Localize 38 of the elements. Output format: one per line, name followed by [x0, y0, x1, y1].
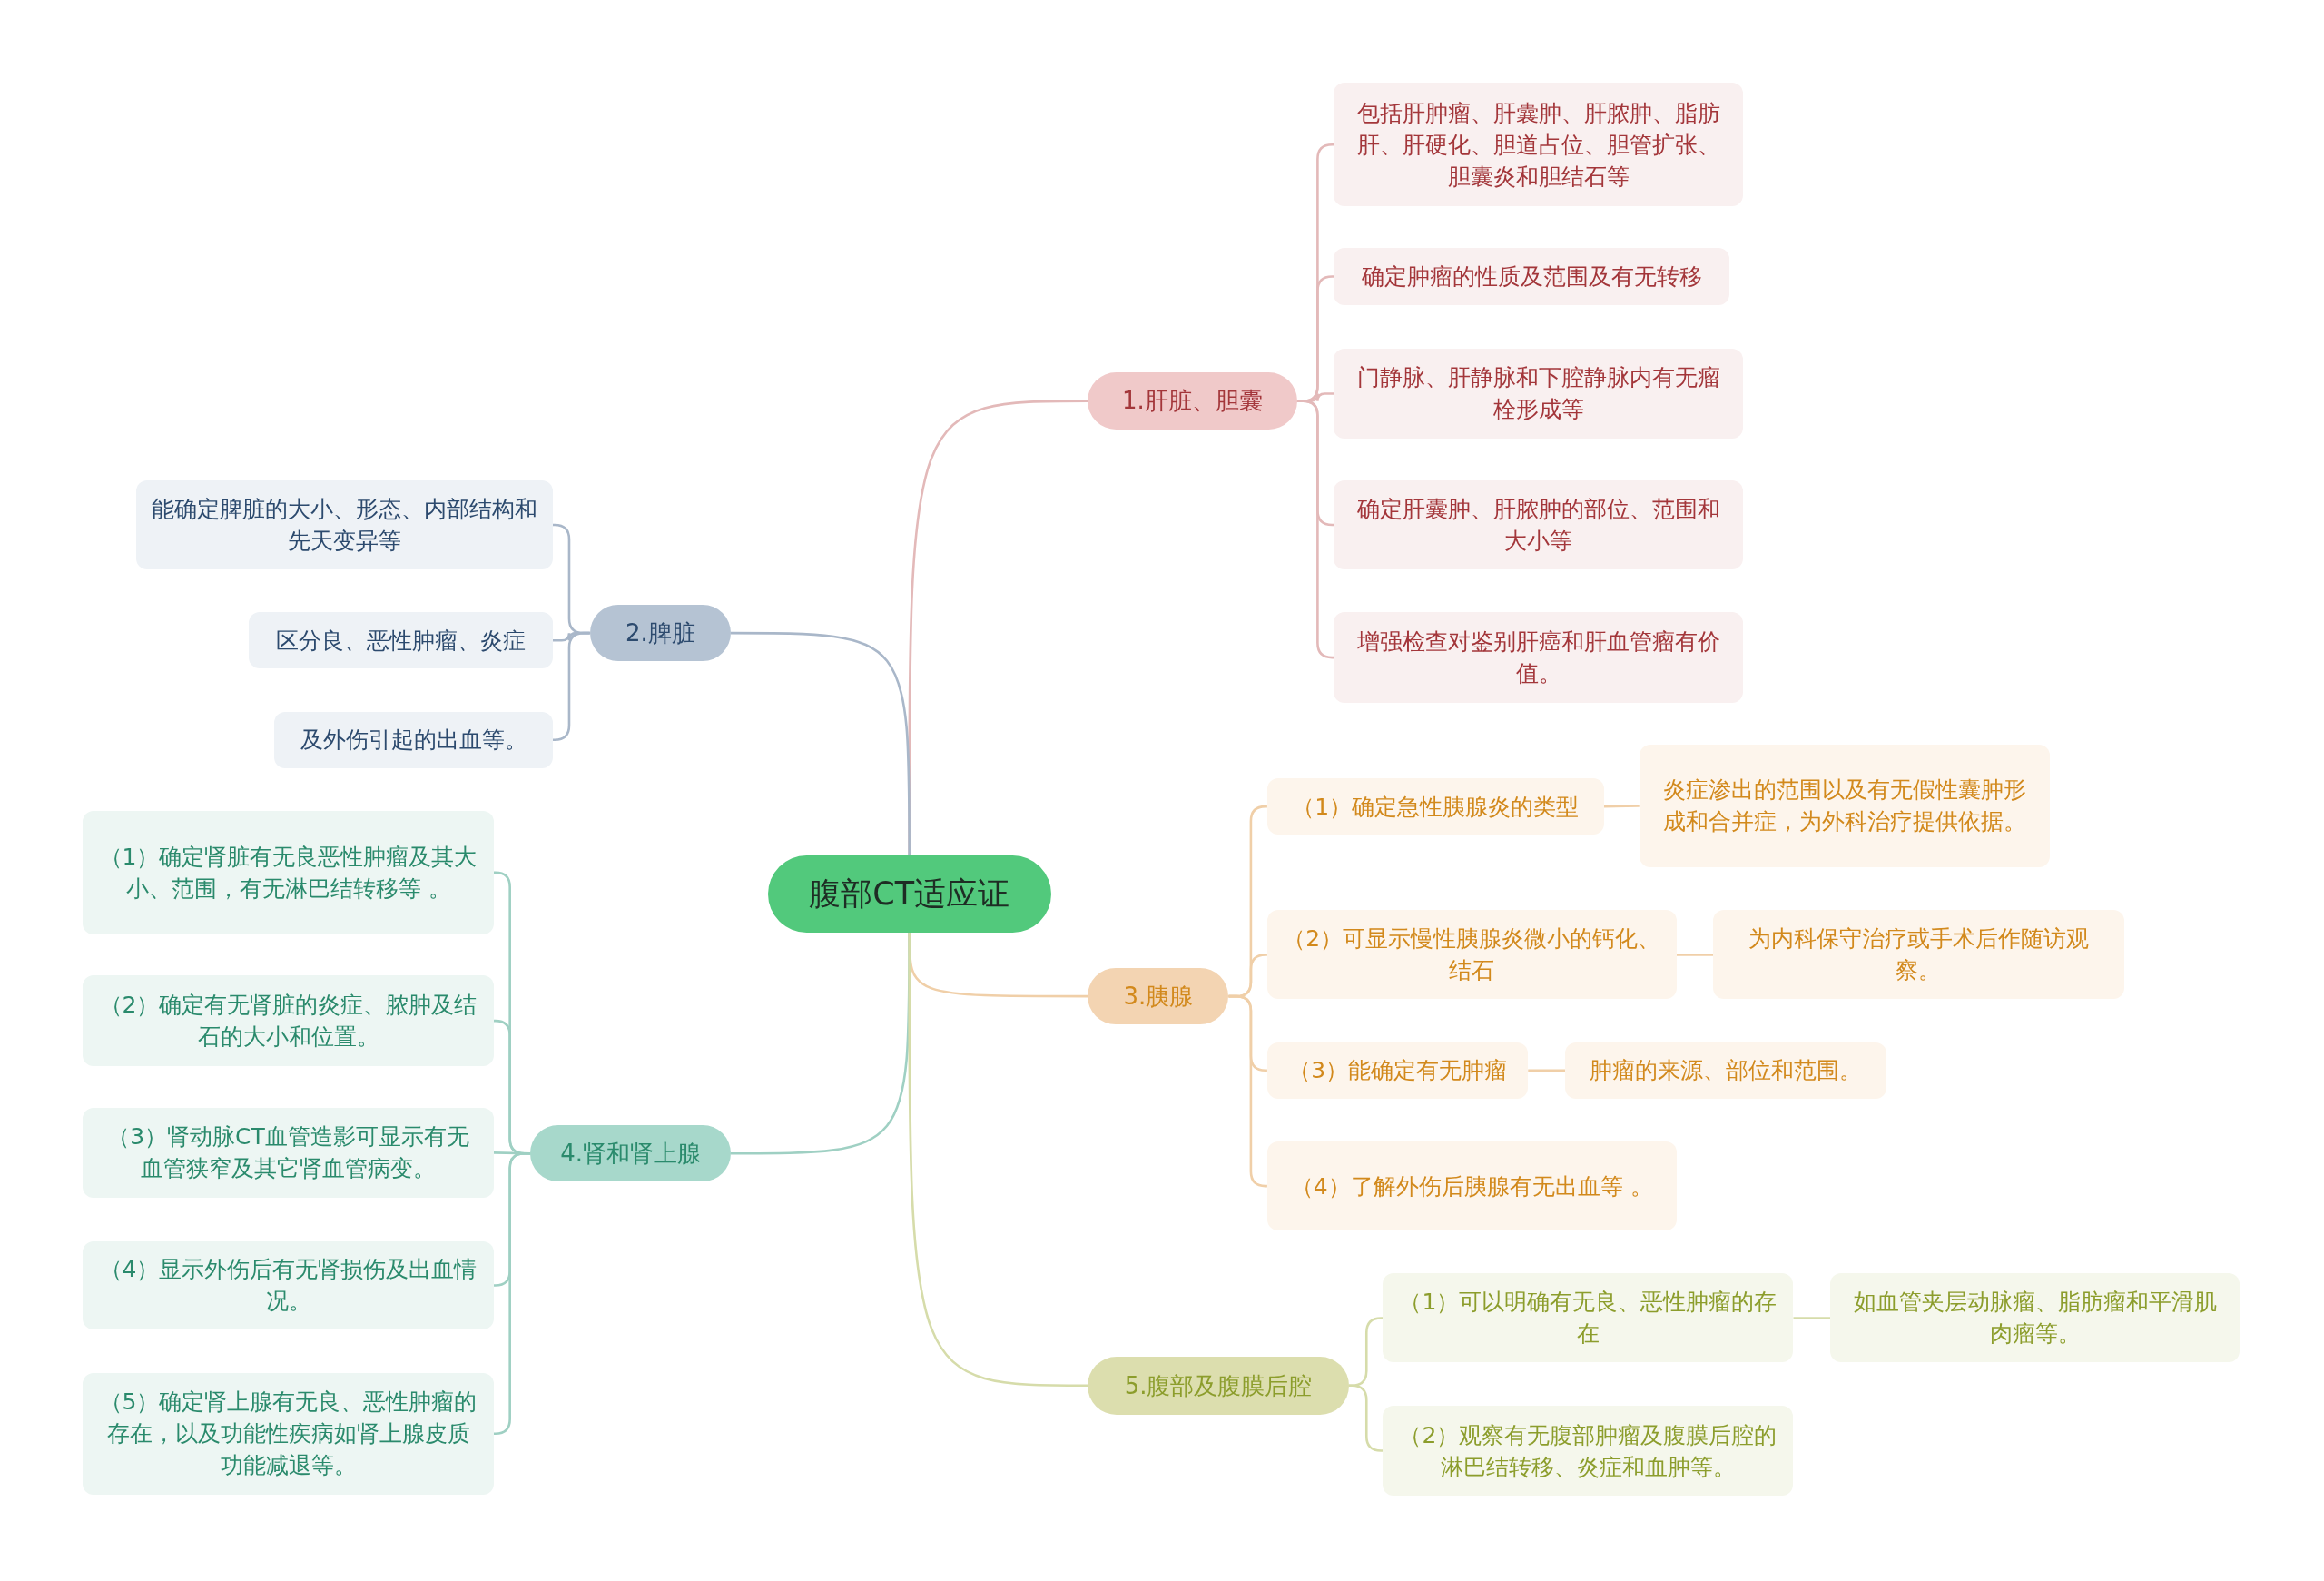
detail-box: （3）肾动脉CT血管造影可显示有无血管狭窄及其它肾血管病变。	[83, 1107, 494, 1199]
connector-line	[1676, 954, 1714, 956]
detail-box: （2）确定有无肾脏的炎症、脓肿及结石的大小和位置。	[83, 975, 494, 1066]
detail-box: （4）显示外伤后有无肾损伤及出血情况。	[83, 1240, 494, 1330]
detail-box: 确定肿瘤的性质及范围及有无转移	[1334, 247, 1730, 306]
detail-box: 区分良、恶性肿瘤、炎症	[249, 612, 553, 669]
connector-line	[1528, 1069, 1566, 1072]
detail-box: 及外伤引起的出血等。	[274, 711, 553, 768]
branch-topic: 3.胰腺	[1088, 968, 1229, 1025]
connector-line	[1793, 1317, 1831, 1319]
detail-box: 如血管夹层动脉瘤、脂肪瘤和平滑肌肉瘤等。	[1830, 1273, 2240, 1363]
central-topic: 腹部CT适应证	[767, 855, 1051, 933]
detail-box: 门静脉、肝静脉和下腔静脉内有无瘤栓形成等	[1334, 348, 1743, 440]
detail-box: 肿瘤的来源、部位和范围。	[1565, 1042, 1887, 1099]
detail-box: （1）可以明确有无良、恶性肿瘤的存在	[1383, 1273, 1794, 1363]
connector-line	[1348, 1384, 1384, 1452]
detail-box: （1）确定肾脏有无良恶性肿瘤及其大小、范围，有无淋巴结转移等 。	[83, 811, 494, 934]
detail-box: 能确定脾脏的大小、形态、内部结构和先天变异等	[136, 479, 553, 569]
branch-topic: 2.脾脏	[589, 605, 731, 662]
detail-box: 炎症渗出的范围以及有无假性囊肿形成和合并症，为外科治疗提供依据。	[1639, 744, 2050, 868]
detail-box: 包括肝肿瘤、肝囊肿、肝脓肿、脂肪肝、肝硬化、胆道占位、胆管扩张、胆囊炎和胆结石等	[1334, 83, 1743, 206]
branch-topic: 1.肝脏、胆囊	[1088, 371, 1297, 430]
connector-line	[908, 932, 1088, 1387]
connector-line	[730, 631, 911, 856]
detail-box: 确定肝囊肿、肝脓肿的部位、范围和大小等	[1334, 479, 1743, 569]
connector-line	[1228, 994, 1267, 1188]
detail-box: 为内科保守治疗或手术后作随访观察。	[1713, 910, 2124, 1000]
detail-box: （3）能确定有无肿瘤	[1266, 1042, 1529, 1099]
detail-box: （1）确定急性胰腺炎的类型	[1266, 778, 1604, 835]
branch-topic: 5.腹部及腹膜后腔	[1088, 1356, 1349, 1415]
detail-box: （2）可显示慢性胰腺炎微小的钙化、结石	[1266, 910, 1677, 1000]
detail-box: （5）确定肾上腺有无良、恶性肿瘤的存在，以及功能性疾病如肾上腺皮质功能减退等。	[83, 1372, 494, 1495]
connector-line	[1603, 805, 1640, 808]
detail-box: （2）观察有无腹部肿瘤及腹膜后腔的淋巴结转移、炎症和血肿等。	[1383, 1405, 1794, 1497]
connector-line	[552, 631, 590, 741]
detail-box: （4）了解外伤后胰腺有无出血等 。	[1266, 1141, 1677, 1231]
branch-topic: 4.肾和肾上腺	[530, 1125, 731, 1182]
detail-box: 增强检查对鉴别肝癌和肝血管瘤有价值。	[1334, 612, 1743, 703]
